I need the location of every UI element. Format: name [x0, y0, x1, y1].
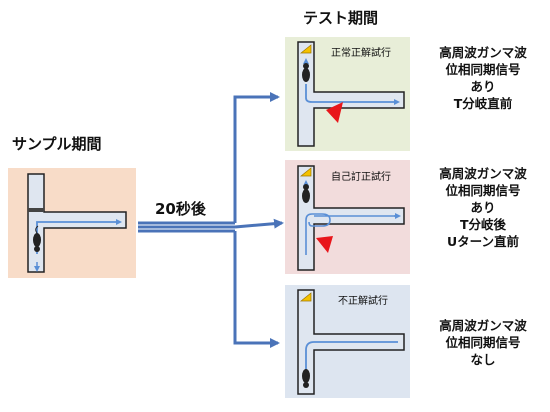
condition-self-correct: 高周波ガンマ波 位相同期信号 あり T分岐後 Uターン直前: [418, 165, 548, 250]
condition-line: 高周波ガンマ波: [439, 166, 527, 181]
condition-line: あり: [470, 79, 496, 94]
sample-panel: [8, 168, 136, 278]
condition-line: なし: [470, 352, 496, 367]
trial-panel-incorrect: [285, 285, 410, 398]
cheese-icon: [300, 44, 312, 54]
maze-correct: [297, 41, 405, 147]
trial-name-correct: 正常正解試行: [331, 48, 391, 59]
mouse-icon: [302, 369, 310, 388]
condition-line: あり: [470, 200, 496, 215]
condition-line: 高周波ガンマ波: [439, 45, 527, 60]
sample-mouse-icon: [33, 225, 41, 252]
mouse-icon: [302, 184, 310, 203]
condition-line: T分岐後: [459, 217, 507, 232]
maze-self-correct: [297, 165, 405, 271]
cheese-icon: [300, 167, 312, 177]
marker-correct: [326, 102, 343, 123]
trial-name-self-correct: 自己訂正試行: [331, 172, 391, 183]
flow-arrows: [138, 92, 284, 348]
cheese-icon: [300, 292, 312, 302]
trial-name-incorrect: 不正解試行: [338, 296, 388, 307]
run-path-incorrect: [303, 341, 398, 378]
mouse-icon: [302, 63, 310, 82]
delay-label: 20秒後: [155, 200, 206, 218]
arrow-to-correct: [233, 92, 280, 223]
sample-maze: [27, 173, 127, 273]
arrow-to-self-correct: [234, 218, 284, 229]
condition-line: 位相同期信号: [445, 183, 521, 198]
run-path-self-correct: [305, 213, 398, 255]
condition-line: Uターン直前: [446, 234, 520, 249]
trial-panel-self-correct: [285, 160, 410, 274]
condition-incorrect: 高周波ガンマ波 位相同期信号 なし: [418, 317, 548, 368]
condition-correct: 高周波ガンマ波 位相同期信号 あり T分岐直前: [418, 44, 548, 112]
condition-line: T分岐直前: [453, 96, 513, 111]
trial-panel-correct: [285, 37, 410, 151]
condition-line: 高周波ガンマ波: [439, 318, 527, 333]
condition-line: 位相同期信号: [445, 62, 521, 77]
condition-line: 位相同期信号: [445, 335, 521, 350]
marker-self-correct: [316, 236, 333, 253]
arrow-to-incorrect: [233, 231, 280, 348]
test-period-title: テスト期間: [303, 9, 379, 27]
run-path-correct: [305, 84, 400, 105]
sample-period-title: サンプル期間: [12, 135, 102, 153]
